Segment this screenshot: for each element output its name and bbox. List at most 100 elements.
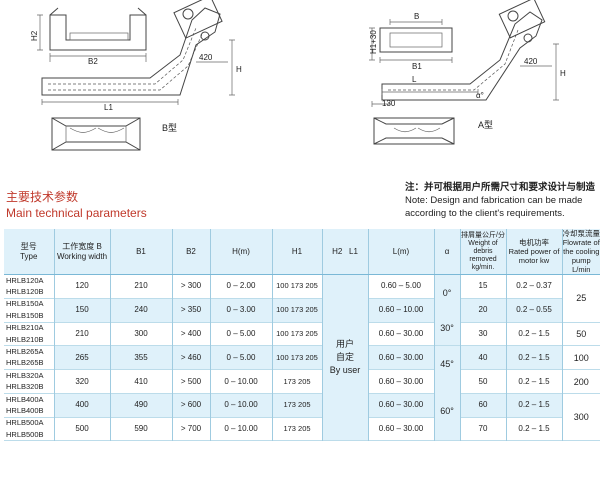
a-type-caption: A型 [478, 120, 493, 130]
cell-l: 0.60 – 30.00 [367, 393, 434, 418]
cell-weight: 50 [459, 369, 506, 394]
cell-width: 120 [53, 274, 110, 299]
cell-h1: 100 173 205 [271, 322, 322, 346]
dim-alpha: α° [476, 91, 484, 100]
cell-h1: 100 173 205 [271, 274, 322, 299]
cell-weight: 20 [459, 298, 506, 323]
cell-b1: 210 [109, 274, 172, 299]
cell-b2: > 460 [171, 345, 210, 370]
model-type-cell: HRLB265A [4, 345, 54, 358]
dim-h-b: H [236, 65, 242, 74]
cell-weight: 60 [459, 393, 506, 418]
cell-h: 0 – 10.00 [209, 393, 272, 418]
cell-width: 500 [53, 417, 110, 441]
cell-power: 0.2 – 0.37 [505, 274, 562, 299]
a-type-side-view [371, 0, 559, 107]
header-l: L(m) [367, 229, 434, 275]
dim-h-a: H [560, 69, 566, 78]
cell-weight: 30 [459, 322, 506, 346]
model-type-cell: HRLB265B [4, 357, 54, 370]
header-h2-l1: H2 L1 [321, 229, 368, 275]
header-type: 型号 Type [4, 229, 54, 275]
model-type-cell: HRLB120B [4, 286, 54, 299]
cell-h2-l1-by-user: 用户 自定 By user [321, 274, 368, 441]
cell-l: 0.60 – 5.00 [367, 274, 434, 299]
cell-b1: 355 [109, 345, 172, 370]
cell-alpha: 45° [433, 345, 460, 382]
cell-h1: 173 205 [271, 417, 322, 441]
cell-weight: 15 [459, 274, 506, 299]
cell-width: 320 [53, 369, 110, 394]
cell-h1: 100 173 205 [271, 345, 322, 370]
design-note-en: Note: Design and fabrication can be made… [405, 195, 583, 219]
cell-l: 0.60 – 30.00 [367, 322, 434, 346]
model-type-cell: HRLB400B [4, 405, 54, 418]
cell-power: 0.2 – 0.55 [505, 298, 562, 323]
cell-h: 0 – 5.00 [209, 322, 272, 346]
cell-alpha: 30° [433, 310, 460, 346]
cell-power: 0.2 – 1.5 [505, 322, 562, 346]
model-type-cell: HRLB400A [4, 393, 54, 406]
cell-b2: > 500 [171, 369, 210, 394]
dim-l1: L1 [104, 103, 113, 112]
cell-h: 0 – 10.00 [209, 369, 272, 394]
cell-h: 0 – 2.00 [209, 274, 272, 299]
cell-l: 0.60 – 30.00 [367, 369, 434, 394]
header-weight: 排屑量公斤/分 Weight of debris removed kg/min. [459, 229, 506, 275]
section-title-en: Main technical parameters [6, 206, 147, 220]
model-type-cell: HRLB120A [4, 274, 54, 287]
model-type-cell: HRLB500B [4, 429, 54, 441]
cell-h1: 173 205 [271, 369, 322, 394]
a-type-top-view [373, 117, 455, 145]
cell-weight: 70 [459, 417, 506, 441]
dim-h2: H2 [30, 30, 39, 41]
cell-power: 0.2 – 1.5 [505, 417, 562, 441]
cell-b2: > 700 [171, 417, 210, 441]
cell-b1: 410 [109, 369, 172, 394]
header-h: H(m) [209, 229, 272, 275]
dim-420-a: 420 [524, 57, 538, 66]
cell-width: 210 [53, 322, 110, 346]
model-type-cell: HRLB150B [4, 310, 54, 323]
cell-power: 0.2 – 1.5 [505, 369, 562, 394]
a-type-section-view [369, 19, 453, 63]
b-type-section-view [37, 7, 147, 62]
dim-b: B [414, 12, 419, 21]
model-type-cell: HRLB210A [4, 322, 54, 334]
cell-flow: 25 [561, 274, 600, 323]
design-note: 注：并可根据用户所需尺寸和要求设计与制造 Note: Design and fa… [405, 181, 603, 220]
header-width: 工作宽度 B Working width [53, 229, 110, 275]
header-power: 电机功率 Rated power of motor kw [505, 229, 562, 275]
cell-flow: 50 [561, 322, 600, 346]
cell-b2: > 350 [171, 298, 210, 323]
cell-h: 0 – 5.00 [209, 345, 272, 370]
dim-420-b: 420 [199, 53, 213, 62]
dim-130: 130 [382, 99, 396, 108]
cell-alpha: 60° [433, 381, 460, 441]
dim-h1-30: H1+30 [369, 30, 378, 54]
b-type-drawing: H2 B2 420 H L1 B型 [30, 0, 242, 151]
cell-l: 0.60 – 30.00 [367, 417, 434, 441]
technical-parameters-table: 型号 Type 工作宽度 B Working width B1 B2 H(m) … [4, 229, 600, 441]
table-row: HRLB320B 60° [4, 381, 600, 441]
cell-flow: 300 [561, 393, 600, 441]
model-type-cell: HRLB320B [4, 381, 54, 394]
cell-power: 0.2 – 1.5 [505, 393, 562, 418]
header-b2: B2 [171, 229, 210, 275]
cell-b1: 590 [109, 417, 172, 441]
cell-power: 0.2 – 1.5 [505, 345, 562, 370]
cell-b1: 490 [109, 393, 172, 418]
header-h1: H1 [271, 229, 322, 275]
cell-b2: > 600 [171, 393, 210, 418]
cell-alpha: 0° [433, 274, 460, 311]
table-header-row: 型号 Type 工作宽度 B Working width B1 B2 H(m) … [4, 229, 600, 275]
b-type-side-view [41, 0, 235, 105]
cell-b1: 300 [109, 322, 172, 346]
model-type-cell: HRLB320A [4, 369, 54, 382]
cell-l: 0.60 – 10.00 [367, 298, 434, 323]
